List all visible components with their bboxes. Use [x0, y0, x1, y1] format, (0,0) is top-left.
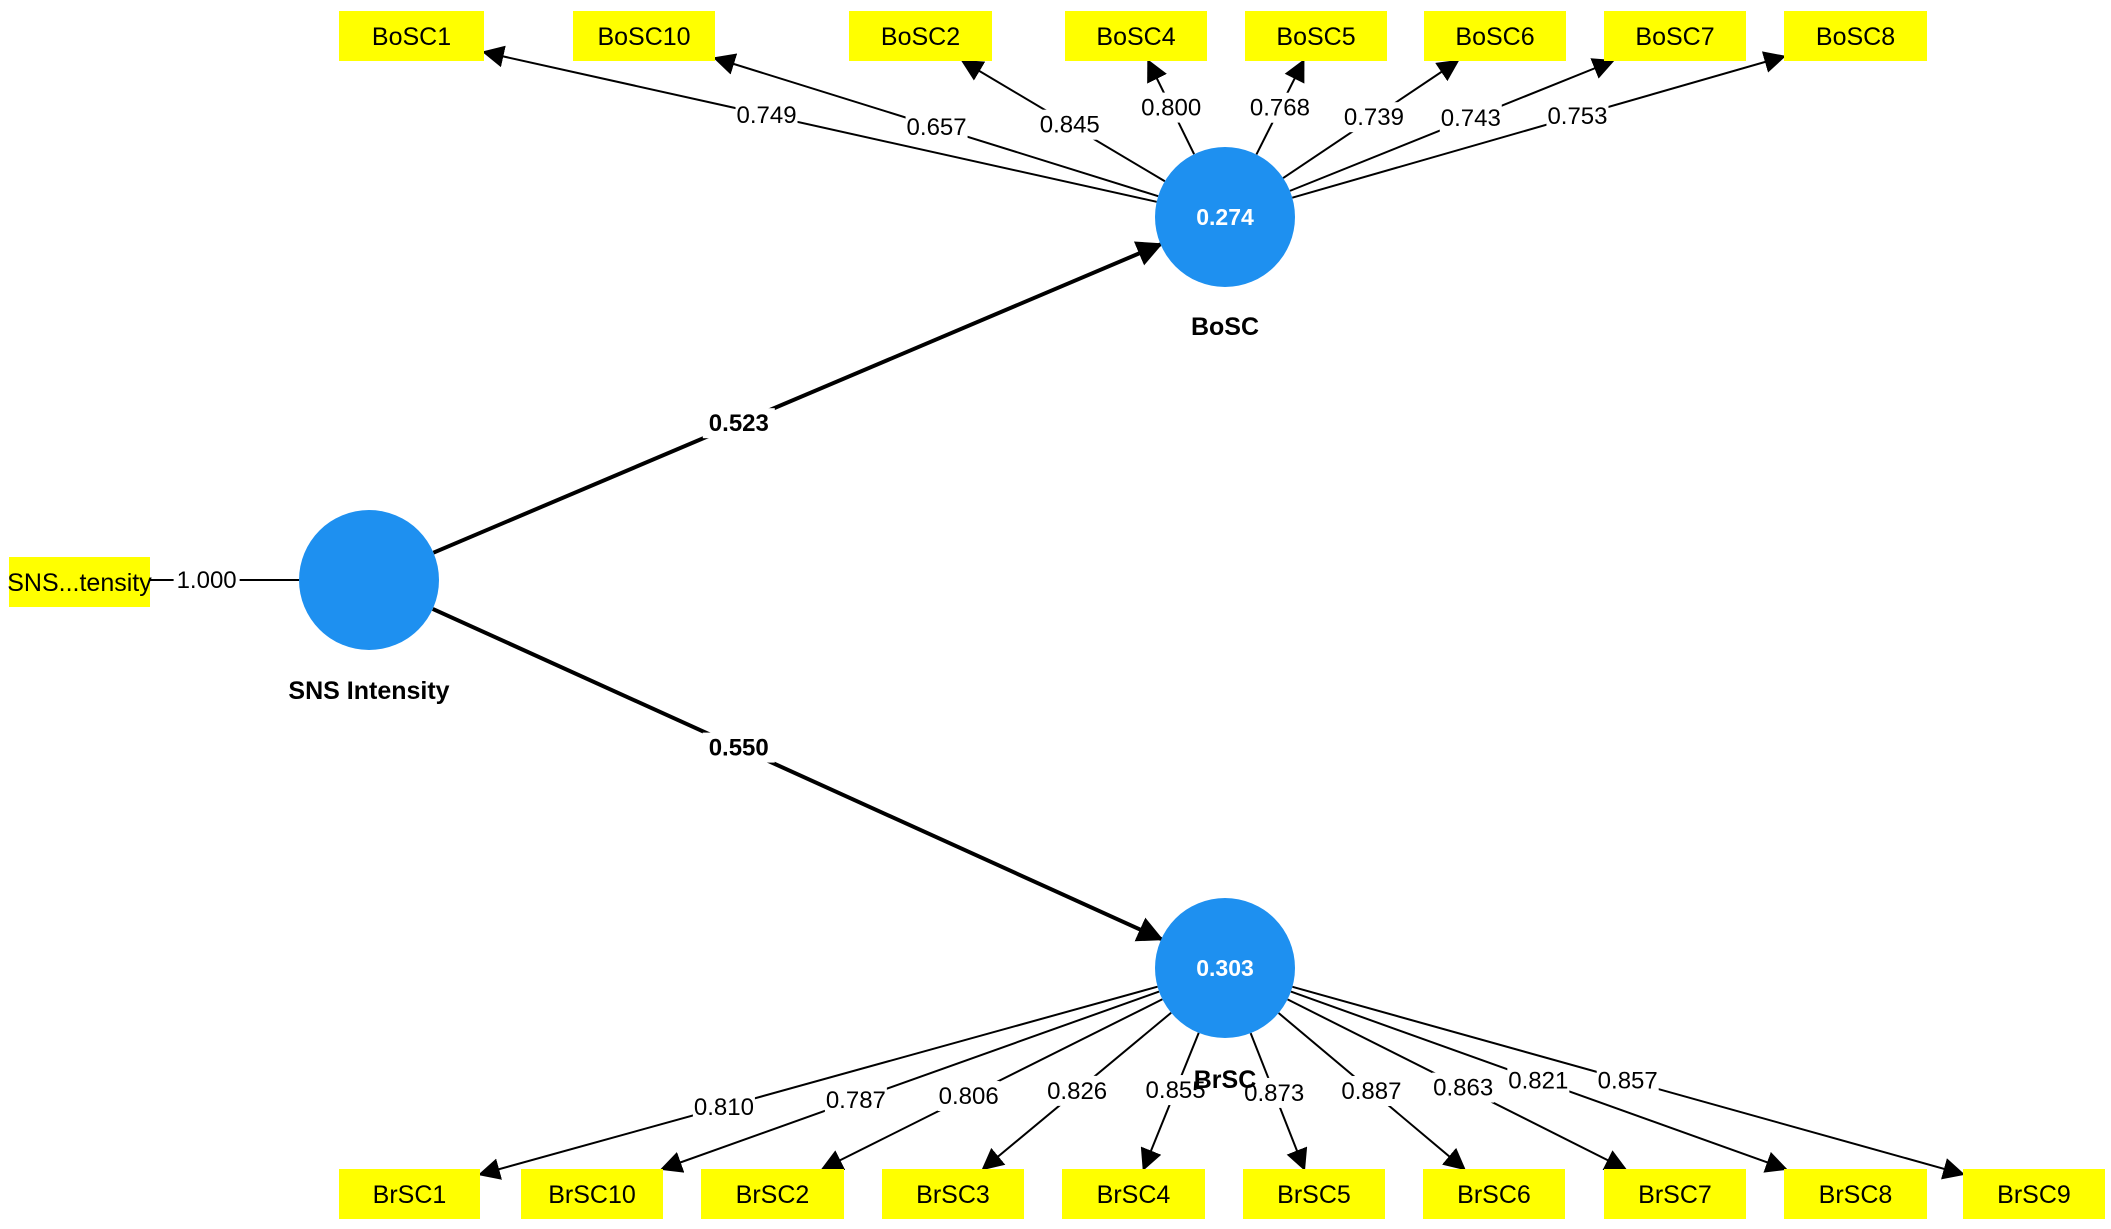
- sns-indicator-loading: 1.000: [177, 567, 237, 594]
- structural-path-1[interactable]: [432, 241, 1163, 555]
- brsc-loading-1-bg: [692, 1091, 755, 1122]
- bosc-loading-link-1[interactable]: [481, 45, 1157, 203]
- brsc-indicator-1[interactable]: [339, 1169, 480, 1219]
- path-coefficient-1-bg: [702, 408, 775, 439]
- bosc-loading-3: 0.845: [1040, 112, 1100, 139]
- brsc-loading-7: 0.887: [1341, 1078, 1401, 1105]
- brsc-loading-2-bg: [824, 1084, 887, 1115]
- bosc-indicator-4-label: BoSC4: [1096, 23, 1175, 51]
- brsc-loading-9-bg: [1507, 1065, 1570, 1096]
- bosc-loading-5-bg: [1248, 92, 1311, 123]
- bosc-construct-label: BoSC: [1191, 313, 1259, 341]
- brsc-loading-4-bg: [1046, 1075, 1109, 1106]
- brsc-loading-link-2[interactable]: [659, 990, 1160, 1173]
- bosc-r-squared: 0.274: [1196, 204, 1254, 230]
- brsc-loading-6-bg: [1243, 1077, 1306, 1108]
- bosc-loading-1: 0.749: [736, 102, 796, 129]
- bosc-indicator-7[interactable]: [1604, 11, 1746, 61]
- bosc-loading-4-bg: [1140, 92, 1203, 123]
- path-coefficient-2: 0.550: [709, 735, 769, 762]
- brsc-loading-6: 0.873: [1244, 1080, 1304, 1107]
- sns-construct-label: SNS Intensity: [288, 677, 449, 705]
- bosc-loading-8-bg: [1546, 100, 1609, 131]
- brsc-indicator-9[interactable]: [1784, 1169, 1927, 1219]
- bosc-construct[interactable]: [1155, 147, 1295, 287]
- brsc-loading-8: 0.863: [1433, 1075, 1493, 1102]
- brsc-loading-5-bg: [1144, 1075, 1207, 1106]
- bosc-loading-6-bg: [1342, 102, 1405, 133]
- brsc-indicator-10[interactable]: [1963, 1169, 2105, 1219]
- brsc-indicator-6[interactable]: [1243, 1169, 1385, 1219]
- bosc-loading-2: 0.657: [907, 114, 967, 141]
- brsc-indicator-10-label: BrSC9: [1997, 1181, 2071, 1209]
- path-coefficient-2-bg: [702, 732, 775, 763]
- brsc-indicator-3-label: BrSC2: [736, 1181, 810, 1209]
- brsc-loading-3-bg: [937, 1081, 1000, 1112]
- brsc-indicator-8-label: BrSC7: [1638, 1181, 1712, 1209]
- bosc-indicator-4[interactable]: [1065, 11, 1207, 61]
- brsc-loading-2: 0.787: [826, 1087, 886, 1114]
- bosc-loading-link-8[interactable]: [1292, 51, 1787, 199]
- bosc-loading-1-bg: [735, 99, 798, 130]
- bosc-indicator-2-label: BoSC10: [597, 23, 690, 51]
- structural-path-2[interactable]: [431, 607, 1164, 942]
- brsc-indicator-2-label: BrSC10: [548, 1181, 636, 1209]
- sns-indicator-box-label: SNS...tensity: [7, 569, 152, 597]
- bosc-indicator-3[interactable]: [849, 11, 992, 61]
- bosc-indicator-7-label: BoSC7: [1635, 23, 1714, 51]
- bosc-loading-5: 0.768: [1250, 95, 1310, 122]
- bosc-indicator-5[interactable]: [1245, 11, 1387, 61]
- brsc-loading-link-1[interactable]: [477, 985, 1158, 1180]
- brsc-indicator-6-label: BrSC5: [1277, 1181, 1351, 1209]
- bosc-loading-7-bg: [1439, 103, 1502, 134]
- brsc-indicator-1-label: BrSC1: [373, 1181, 447, 1209]
- bosc-indicator-1-label: BoSC1: [372, 23, 451, 51]
- bosc-indicator-2[interactable]: [573, 11, 715, 61]
- brsc-indicator-3[interactable]: [701, 1169, 844, 1219]
- bosc-loading-3-bg: [1038, 109, 1101, 140]
- brsc-indicator-4[interactable]: [882, 1169, 1024, 1219]
- sns-indicator-box[interactable]: [9, 557, 150, 607]
- brsc-indicator-7-label: BrSC6: [1457, 1181, 1531, 1209]
- brsc-loading-1: 0.810: [694, 1094, 754, 1121]
- brsc-indicator-2[interactable]: [521, 1169, 663, 1219]
- brsc-construct-label: BrSC: [1194, 1066, 1257, 1094]
- path-coefficient-1: 0.523: [709, 410, 769, 437]
- bosc-indicator-6[interactable]: [1424, 11, 1566, 61]
- brsc-indicator-7[interactable]: [1423, 1169, 1565, 1219]
- brsc-loading-5: 0.855: [1146, 1077, 1206, 1104]
- bosc-indicator-3-label: BoSC2: [881, 23, 960, 51]
- brsc-loading-4: 0.826: [1047, 1078, 1107, 1105]
- brsc-indicator-4-label: BrSC3: [916, 1181, 990, 1209]
- bosc-loading-2-bg: [905, 112, 968, 143]
- brsc-indicator-9-label: BrSC8: [1819, 1181, 1893, 1209]
- brsc-indicator-5[interactable]: [1062, 1169, 1205, 1219]
- brsc-loading-7-bg: [1340, 1076, 1403, 1107]
- bosc-indicator-1[interactable]: [339, 11, 484, 61]
- sns-construct[interactable]: [299, 510, 439, 650]
- brsc-loading-10-bg: [1596, 1065, 1659, 1096]
- bosc-loading-4: 0.800: [1141, 95, 1201, 122]
- brsc-loading-10: 0.857: [1598, 1067, 1658, 1094]
- bosc-indicator-6-label: BoSC6: [1455, 23, 1534, 51]
- bosc-indicator-5-label: BoSC5: [1276, 23, 1355, 51]
- bosc-loading-8: 0.753: [1547, 103, 1607, 130]
- bosc-indicator-8[interactable]: [1784, 11, 1927, 61]
- bosc-loading-7: 0.743: [1441, 105, 1501, 132]
- brsc-indicator-8[interactable]: [1604, 1169, 1746, 1219]
- brsc-loading-8-bg: [1432, 1072, 1495, 1103]
- brsc-construct[interactable]: [1155, 898, 1295, 1038]
- sns-indicator-loading-bg: [173, 565, 240, 595]
- bosc-loading-6: 0.739: [1344, 104, 1404, 131]
- brsc-r-squared: 0.303: [1196, 955, 1254, 981]
- brsc-loading-3: 0.806: [939, 1083, 999, 1110]
- brsc-indicator-5-label: BrSC4: [1097, 1181, 1171, 1209]
- brsc-loading-9: 0.821: [1508, 1067, 1568, 1094]
- bosc-indicator-8-label: BoSC8: [1816, 23, 1895, 51]
